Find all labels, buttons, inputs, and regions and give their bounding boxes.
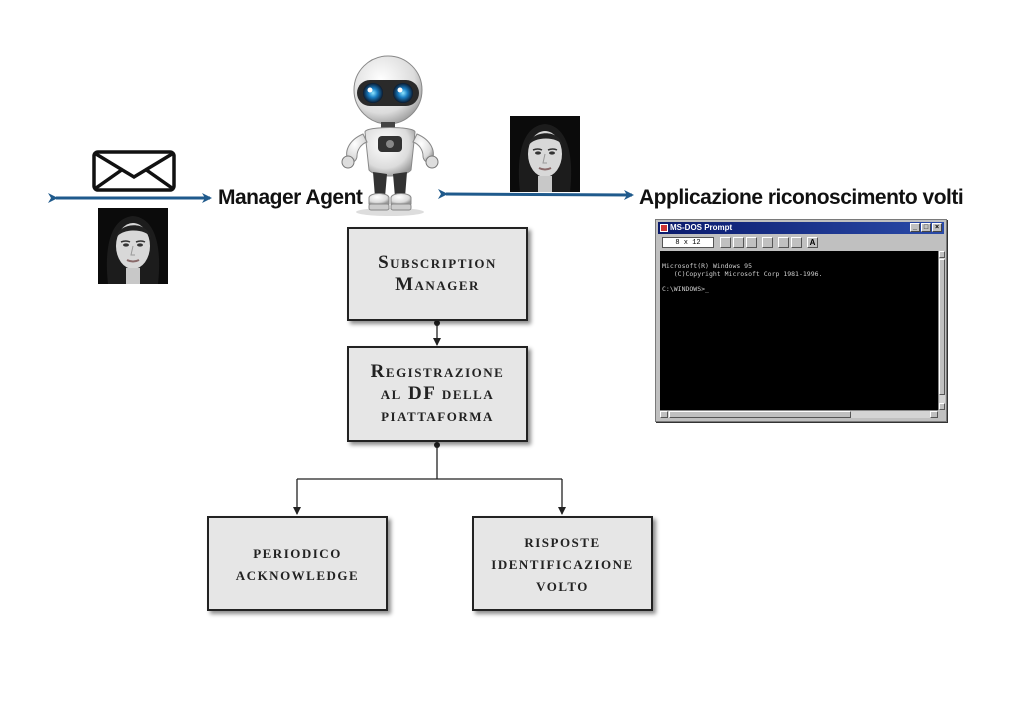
properties-icon[interactable] xyxy=(778,237,789,248)
dos-screen[interactable]: Microsoft(R) Windows 95 (C)Copyright Mic… xyxy=(660,251,938,410)
robot-icon xyxy=(341,55,439,216)
vertical-scrollbar[interactable] xyxy=(938,251,945,410)
registrazione-box: Registrazione al DF della piattaforma xyxy=(347,346,528,442)
face-photo-right xyxy=(510,116,580,192)
right-double-arrow xyxy=(437,188,634,200)
subscription-manager-text: Subscription Manager xyxy=(378,252,497,295)
registrazione-text: Registrazione al DF della piattaforma xyxy=(370,361,505,426)
dos-title-text: MS-DOS Prompt xyxy=(670,223,733,232)
risposte-text: risposte identificazione volto xyxy=(491,530,634,596)
horizontal-scrollbar[interactable] xyxy=(660,410,938,418)
paste-icon[interactable] xyxy=(746,237,757,248)
subscription-manager-box: Subscription Manager xyxy=(347,227,528,321)
mark-icon[interactable] xyxy=(720,237,731,248)
face-app-label: Applicazione riconoscimento volti xyxy=(639,186,964,209)
close-icon[interactable]: × xyxy=(932,223,942,232)
envelope-icon xyxy=(92,150,176,192)
dos-toolbar: 8 x 12 A xyxy=(658,235,944,250)
background-icon[interactable] xyxy=(791,237,802,248)
dos-titlebar: MS-DOS Prompt _ □ × xyxy=(658,222,944,234)
acknowledge-box: periodico acknowledge xyxy=(207,516,388,611)
fullscreen-icon[interactable] xyxy=(762,237,773,248)
manager-agent-label: Manager Agent xyxy=(218,186,363,209)
dos-app-icon xyxy=(660,224,668,232)
maximize-icon[interactable]: □ xyxy=(921,223,931,232)
acknowledge-text: periodico acknowledge xyxy=(235,541,360,585)
copy-icon[interactable] xyxy=(733,237,744,248)
font-icon[interactable]: A xyxy=(807,237,818,248)
font-size-select[interactable]: 8 x 12 xyxy=(662,237,714,248)
minimize-icon[interactable]: _ xyxy=(910,223,920,232)
risposte-box: risposte identificazione volto xyxy=(472,516,653,611)
face-photo-left xyxy=(98,208,168,284)
dos-window: MS-DOS Prompt _ □ × 8 x 12 A Microsoft(R… xyxy=(655,219,947,422)
